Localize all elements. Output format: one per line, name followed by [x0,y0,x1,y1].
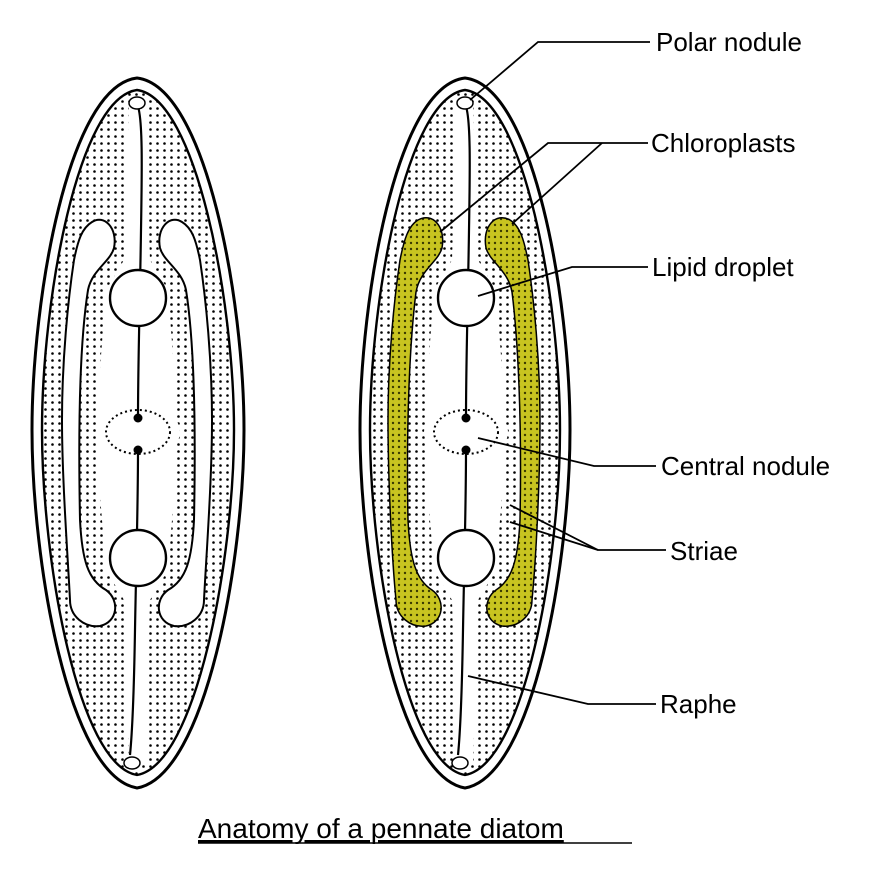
raphe-end [133,413,143,423]
valve-inner [368,88,562,777]
lipid-droplet [108,528,168,588]
label-raphe: Raphe [660,689,737,719]
label-central-nodule: Central nodule [661,451,830,481]
chloroplast-right [484,217,541,627]
frustule-outer [358,76,572,790]
leader-polar-nodule [469,41,650,101]
lipid-droplet [436,268,496,328]
leader-chloroplasts-a [439,142,648,233]
chloroplast-left [387,217,444,627]
polar-nodule [123,756,141,770]
central-nodule [433,409,499,455]
label-chloroplasts: Chloroplasts [651,128,796,158]
lipid-droplet [108,268,168,328]
polar-nodule [451,756,469,770]
raphe [456,103,471,756]
label-polar-nodule: Polar nodule [656,27,802,57]
leader-lipid-droplet [477,266,648,297]
diagram-caption: Anatomy of a pennate diatom [198,813,564,844]
polar-nodule [456,96,474,110]
leader-raphe [467,675,656,705]
leader-striae-b [509,521,599,551]
label-lipid-droplet: Lipid droplet [652,252,794,282]
valve-inner [40,88,236,777]
chloroplast-outline-right [158,218,214,628]
polar-nodule [128,96,146,110]
label-striae: Striae [670,536,738,566]
raphe-end [461,445,471,455]
diatom-left [30,76,246,790]
leader-chloroplasts-b [511,142,603,225]
frustule-outer [30,76,246,790]
diatom-right [358,76,572,790]
chloroplast-outline-left [60,218,116,628]
leader-lines [439,41,666,705]
central-nodule [105,409,171,455]
raphe-end [133,445,143,455]
raphe-end [461,413,471,423]
raphe [128,103,143,756]
lipid-droplet [436,528,496,588]
leader-central-nodule [477,437,656,467]
